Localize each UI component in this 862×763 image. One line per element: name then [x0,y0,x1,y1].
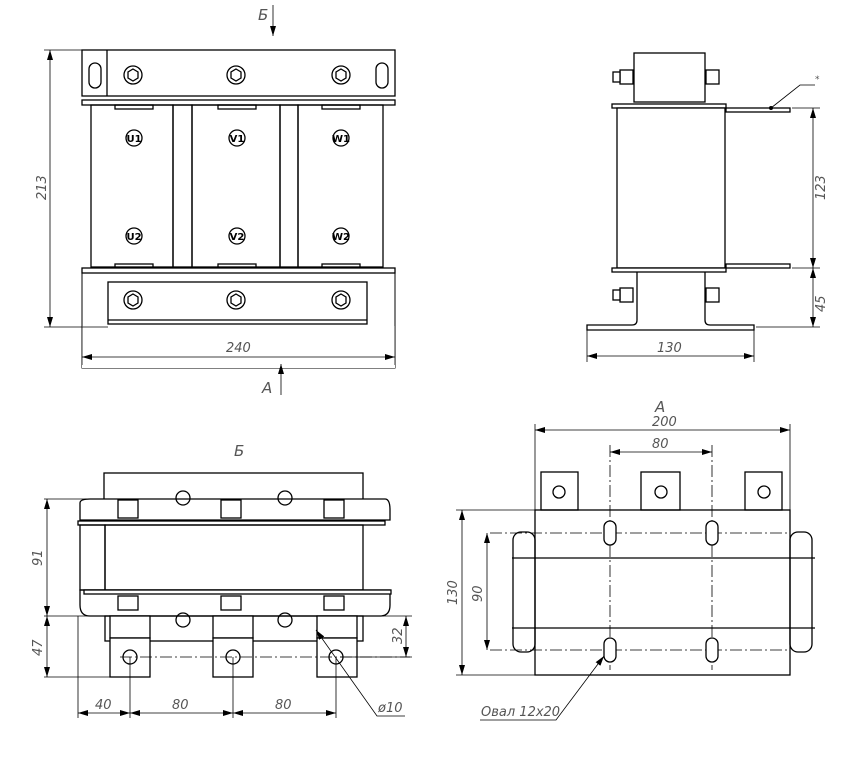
section-mark-a: А [261,379,272,397]
front-view: U1 V1 W1 U2 V2 W2 213 240 Б А [35,5,396,397]
view-title-a: А [654,398,665,416]
nut-icon [220,595,242,611]
dim-47: 47 [31,639,46,656]
dim-130: 130 [657,341,682,356]
side-view: * 123 45 130 [586,52,829,362]
nut-icon [323,595,345,611]
section-mark-b: Б [258,6,268,24]
nut-icon [705,287,720,303]
view-title-b: Б [234,442,244,460]
dim-240: 240 [226,341,251,356]
coil-w [297,104,384,268]
svg-text:U1: U1 [126,134,141,145]
dim-90: 90 [471,585,486,602]
terminal-tab [540,471,579,511]
svg-text:U2: U2 [126,232,141,243]
oval-hole [705,637,719,663]
oval-slot [88,62,102,89]
terminal-u2: U2 [125,227,143,245]
dim-45: 45 [814,295,829,312]
terminal-tab [744,471,783,511]
dim-200: 200 [652,415,677,430]
dim-80-b: 80 [275,698,292,713]
bottom-plate [81,267,396,274]
terminal-v2: V2 [228,227,246,245]
dim-80: 80 [652,437,669,452]
bolt-icon [226,290,246,310]
terminal-v1: V1 [228,129,246,147]
note-mark: * [815,75,820,85]
oval-hole [603,637,617,663]
svg-text:W2: W2 [332,232,350,243]
nut-icon [117,595,139,611]
svg-text:W1: W1 [332,134,350,145]
terminal-w2: W2 [332,227,350,245]
view-b: Б 91 47 40 80 80 32 ø10 [31,442,412,718]
nut-icon [117,499,139,519]
coil-side [512,531,536,653]
coil-body [616,107,726,269]
terminal-lug [316,637,358,678]
bolt-icon [123,290,143,310]
view-a: А 200 80 130 90 Овал 12х20 [446,398,815,721]
nut-icon [220,499,242,519]
svg-text:V1: V1 [230,134,245,145]
bolt-icon [331,290,351,310]
bolt-icon [226,65,246,85]
top-plate [81,99,396,106]
bolt-icon [331,65,351,85]
oval-hole [603,520,617,546]
svg-text:V2: V2 [230,232,245,243]
dim-80-a: 80 [172,698,189,713]
dim-32: 32 [391,627,406,644]
dim-91: 91 [31,549,46,566]
dim-130: 130 [446,580,461,605]
dim-123: 123 [814,175,829,200]
nut-icon [619,287,634,303]
nut-icon [619,69,634,85]
coil-side [789,531,813,653]
dim-213: 213 [35,175,50,200]
dim-40: 40 [95,698,112,713]
dim-hole-diameter: ø10 [377,701,403,716]
oval-hole [705,520,719,546]
nut-icon [705,69,720,85]
top-yoke [81,49,396,97]
oval-note: Овал 12х20 [481,705,560,720]
nut-icon [323,499,345,519]
bottom-yoke [107,281,368,325]
oval-slot [375,62,389,89]
terminal-tab [640,471,681,511]
terminal-u1: U1 [125,129,143,147]
terminal-w1: W1 [332,129,350,147]
bolt-icon [123,65,143,85]
